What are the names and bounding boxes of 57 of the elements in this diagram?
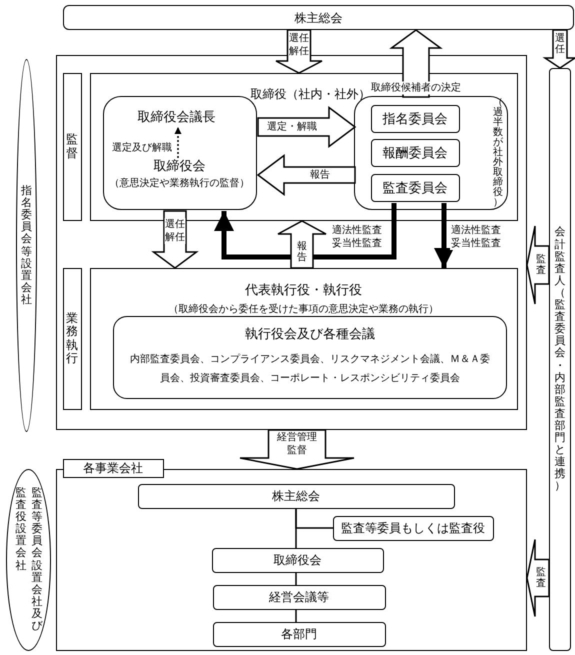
box-label: 監督 xyxy=(66,133,78,160)
box-label: 指名委員会等設置会社 xyxy=(21,185,32,306)
side-label-box xyxy=(62,268,82,410)
meeting-bar xyxy=(63,5,574,30)
edge-label: 選任 xyxy=(555,33,565,55)
org-box xyxy=(138,484,454,508)
box-label: 取締役会 xyxy=(154,157,206,176)
note-text: （取締役会から委任を受けた事項の意思決定や業務の執行） xyxy=(168,302,438,317)
box-label: 株主総会 xyxy=(294,10,342,26)
box-label: 代表執行役・執行役 xyxy=(245,280,362,298)
executive-area xyxy=(90,268,518,410)
box-label: 報酬委員会 xyxy=(382,144,448,162)
connector-line xyxy=(295,573,297,585)
committee-box xyxy=(370,104,460,132)
box-label: 監査等委員会設置会社及び監査役設置会社 xyxy=(16,487,42,633)
box-label: 監査委員会 xyxy=(382,178,448,197)
connector-line xyxy=(295,509,333,529)
thick-arrow xyxy=(214,203,396,260)
box-label: 経営会議等 xyxy=(269,589,329,606)
edge-label: 監査 xyxy=(536,254,546,276)
org-box xyxy=(212,584,386,610)
company-type-ellipse xyxy=(16,59,37,432)
dotted-arrow xyxy=(174,127,182,158)
box-label: 執行役会及び各種会議 xyxy=(245,325,375,343)
box-label: 株主総会 xyxy=(272,488,320,505)
box-label: 取締役（社内・社外） xyxy=(250,86,370,100)
edge-label: 選任解任 xyxy=(288,32,310,58)
connector-line xyxy=(295,610,297,622)
box-label: 取締役会議長 xyxy=(138,108,216,126)
edge-label: 報告 xyxy=(297,241,307,263)
org-box xyxy=(212,548,384,572)
committee-box xyxy=(370,174,460,202)
meeting-panel xyxy=(113,316,507,399)
edge-label: 選任解任 xyxy=(164,218,186,244)
note-text: （過半数が社外取締役） xyxy=(493,98,503,208)
committee-box xyxy=(370,138,460,166)
edge-label: 適法性監査妥当性監査 xyxy=(450,224,502,250)
side-label-box xyxy=(62,72,82,220)
box-label: 指名委員会 xyxy=(382,110,448,128)
box-label: 業務執行 xyxy=(66,312,78,365)
tab-label: 各事業会社 xyxy=(62,458,164,478)
org-box xyxy=(212,622,386,646)
box-label: 取締役会 xyxy=(274,552,322,569)
edge-label: 選定及び解職 xyxy=(111,142,173,154)
edge-label: 監査 xyxy=(536,567,546,589)
auditor-bar xyxy=(549,68,571,651)
list-text: 内部監査委員会、コンプライアンス委員会、リスクマネジメント会議、Ｍ＆Ａ委員会、投資審査委員会、コーポレート・レスポンシビリティ委員会 xyxy=(130,352,490,386)
edge-label: 適法性監査妥当性監査 xyxy=(331,224,383,250)
edge-label: 経営管理監督 xyxy=(276,431,318,457)
company-type-ellipse xyxy=(6,469,51,651)
note-text: （意思決定や業務執行の監督） xyxy=(110,176,250,191)
edge-label: 取締役候補者の決定 xyxy=(370,82,462,94)
box-label: 会計監査人（監査委員会・内部監査部門と連携） xyxy=(554,226,566,493)
org-box xyxy=(332,516,494,540)
box-label: 各部門 xyxy=(281,626,317,643)
thick-arrow xyxy=(434,203,454,268)
box-label: 監査等委員もしくは監査役 xyxy=(341,520,485,537)
